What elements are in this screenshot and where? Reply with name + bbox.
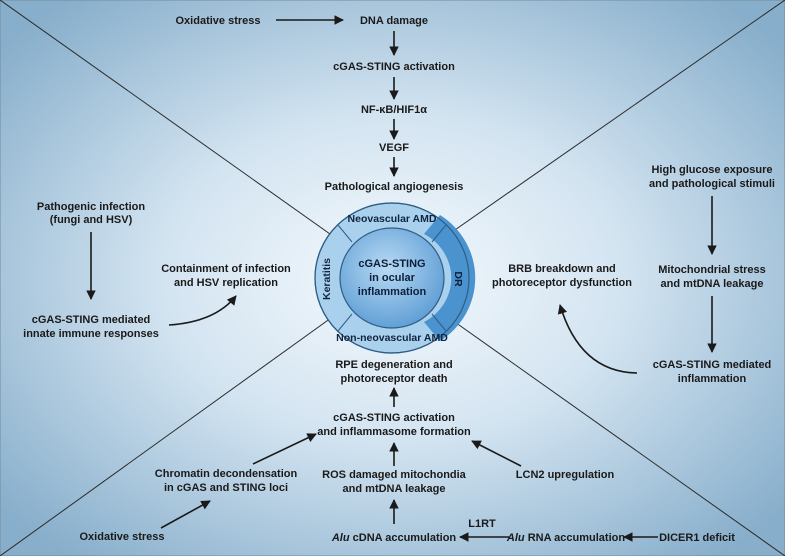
- bottom-activation-2: and inflammasome formation: [317, 426, 471, 438]
- bottom-ros-2: and mtDNA leakage: [343, 483, 446, 495]
- ring-outer-stroke: [314, 202, 470, 354]
- arrow-lcn2-to-activation: [471, 440, 522, 467]
- top-angiogenesis: Pathological angiogenesis: [325, 181, 464, 193]
- divider-top-left: [0, 0, 331, 235]
- top-oxidative-stress: Oxidative stress: [176, 15, 261, 27]
- right-mito-1: Mitochondrial stress: [658, 264, 766, 276]
- left-containment-1: Containment of infection: [161, 263, 291, 275]
- divider-top-right: [451, 0, 785, 233]
- center-line-3: inflammation: [358, 286, 427, 298]
- bottom-activation-1: cGAS-STING activation: [333, 412, 455, 424]
- right-inflam-1: cGAS-STING mediated: [653, 359, 772, 371]
- ring-label-keratitis: Keratitis: [321, 258, 333, 300]
- alu-rna-rest: RNA accumulation: [525, 532, 626, 544]
- right-inflam-2: inflammation: [678, 373, 747, 385]
- top-dna-damage: DNA damage: [360, 15, 428, 27]
- divider-bottom-right: [451, 319, 785, 556]
- arrow-innate-to-containment: [168, 295, 237, 326]
- bottom-l1rt: L1RT: [468, 518, 496, 530]
- center-line-2: in ocular: [369, 272, 416, 284]
- ring-divider-tl: [337, 224, 353, 243]
- bottom-lcn2: LCN2 upregulation: [516, 469, 615, 481]
- bottom-alu-rna: Alu RNA accumulation: [506, 532, 625, 544]
- bottom-pathway: RPE degeneration and photoreceptor death…: [80, 359, 736, 544]
- left-infection-2: (fungi and HSV): [50, 214, 133, 226]
- bottom-dicer: DICER1 deficit: [659, 532, 735, 544]
- left-infection-1: Pathogenic infection: [37, 201, 145, 213]
- right-glucose-1: High glucose exposure: [651, 164, 772, 176]
- top-nfkb: NF-κB/HIF1α: [361, 104, 427, 116]
- divider-bottom-left: [0, 317, 332, 556]
- left-innate-1: cGAS-STING mediated: [32, 314, 151, 326]
- ring-label-neovascular: Neovascular AMD: [348, 213, 437, 225]
- center-line-1: cGAS-STING: [358, 258, 425, 270]
- left-innate-2: innate immune responses: [23, 328, 159, 340]
- ring-divider-bl: [337, 313, 353, 332]
- bottom-ros-1: ROS damaged mitochondia: [322, 469, 467, 481]
- ring-divider-tr: [431, 224, 447, 243]
- bottom-alu-cdna: Alu cDNA accumulation: [331, 532, 457, 544]
- bottom-oxidative-stress: Oxidative stress: [80, 531, 165, 543]
- left-containment-2: and HSV replication: [174, 277, 278, 289]
- left-pathway: Pathogenic infection (fungi and HSV) cGA…: [23, 201, 291, 340]
- center-core: [339, 227, 445, 329]
- arrow-inflam-to-brb: [557, 304, 638, 374]
- top-vegf: VEGF: [379, 142, 409, 154]
- center-ring: cGAS-STING in ocular inflammation Neovas…: [314, 202, 476, 354]
- alu-cdna-italic: Alu: [331, 532, 350, 544]
- bottom-rpe-1: RPE degeneration and: [335, 359, 452, 371]
- arrow-oxidative-to-chromatin: [160, 500, 211, 529]
- bottom-rpe-2: photoreceptor death: [341, 373, 448, 385]
- arrow-chromatin-to-activation: [252, 433, 317, 465]
- top-pathway: Oxidative stress DNA damage cGAS-STING a…: [176, 15, 464, 193]
- top-cgas-activation: cGAS-STING activation: [333, 61, 455, 73]
- right-mito-2: and mtDNA leakage: [661, 278, 764, 290]
- right-brb-1: BRB breakdown and: [508, 263, 616, 275]
- ring-divider-br: [431, 313, 447, 332]
- bottom-chromatin-1: Chromatin decondensation: [155, 468, 298, 480]
- ring-label-non-neovascular: Non-neovascular AMD: [336, 332, 448, 344]
- bottom-chromatin-2: in cGAS and STING loci: [164, 482, 288, 494]
- ring-label-dr: DR: [452, 271, 464, 287]
- right-brb-2: photoreceptor dysfunction: [492, 277, 632, 289]
- alu-rna-italic: Alu: [506, 532, 525, 544]
- right-pathway: High glucose exposure and pathological s…: [492, 164, 775, 385]
- right-glucose-2: and pathological stimuli: [649, 178, 775, 190]
- alu-cdna-rest: cDNA accumulation: [350, 532, 457, 544]
